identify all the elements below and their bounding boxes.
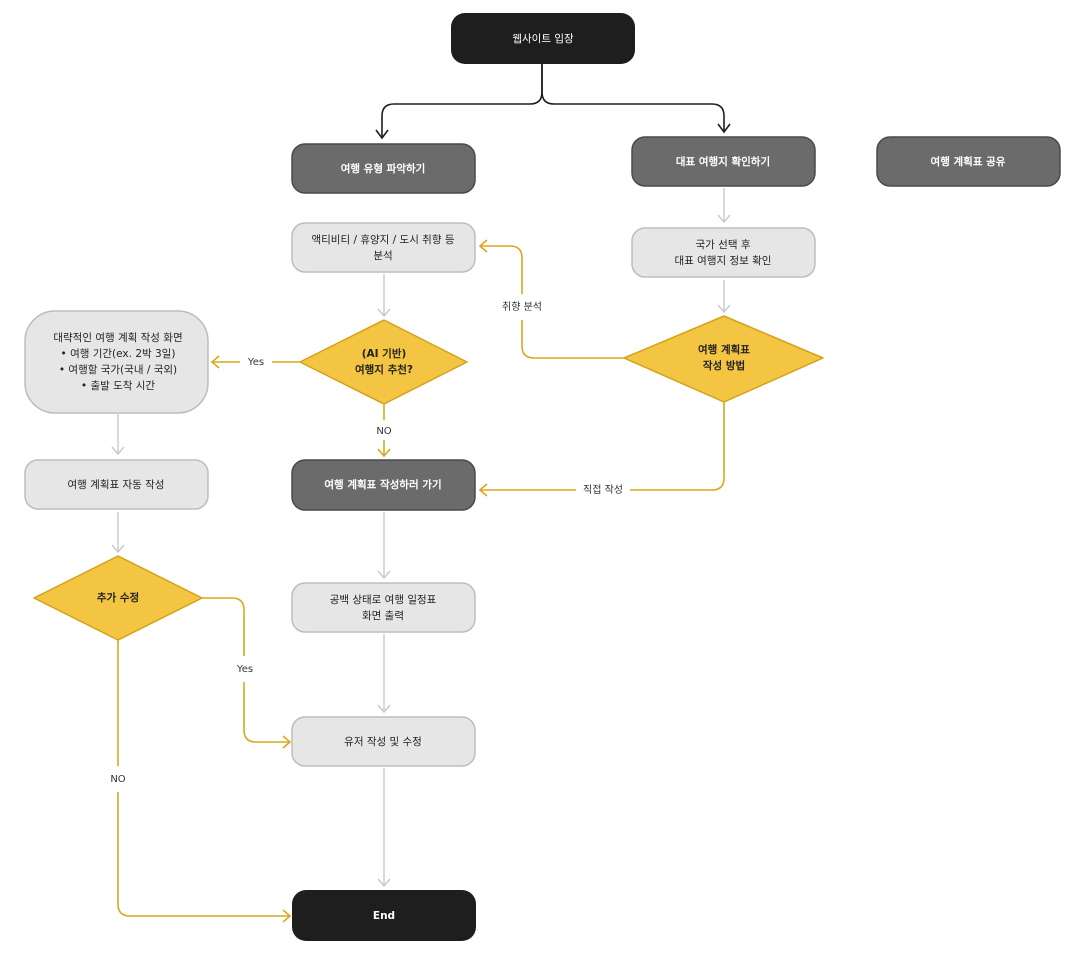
node-auto-plan: 여행 계획표 자동 작성 [24, 459, 209, 510]
node-country-select: 국가 선택 후 대표 여행지 정보 확인 [631, 227, 816, 278]
edge-label-direct-write: 직접 작성 [583, 484, 623, 496]
node-extra-edit-label: 추가 수정 [97, 591, 139, 604]
node-identify-type: 여행 유형 파악하기 [291, 143, 476, 194]
node-auto-plan-label: 여행 계획표 자동 작성 [68, 479, 165, 491]
node-interactive-title: 대략적인 여행 계획 작성 화면 [53, 332, 182, 344]
node-country-line2: 대표 여행지 정보 확인 [675, 254, 772, 267]
node-ai-recommend-line2: 여행지 추천? [355, 363, 413, 376]
node-plan-method-line1: 여행 계획표 [698, 343, 750, 356]
node-interactive-item-2: • 여행할 국가(국내 / 국외) [59, 364, 177, 376]
edge-label-taste-analysis: 취향 분석 [502, 301, 542, 313]
node-go-write-plan-label: 여행 계획표 작성하러 가기 [324, 478, 441, 491]
node-analyze: 액티비티 / 휴양지 / 도시 취향 등 분석 [291, 222, 476, 273]
node-check-representative-label: 대표 여행지 확인하기 [676, 155, 770, 168]
node-check-representative: 대표 여행지 확인하기 [631, 136, 816, 187]
node-plan-method-decision: 여행 계획표 작성 방법 [623, 315, 824, 403]
node-end: End [292, 890, 476, 941]
start-split-edges [375, 64, 731, 140]
node-plan-method-line2: 작성 방법 [703, 359, 745, 372]
node-extra-edit-decision: 추가 수정 [33, 555, 203, 641]
node-interactive-item-1: • 여행 기간(ex. 2박 3일) [61, 347, 176, 360]
node-analyze-line1: 액티비티 / 휴양지 / 도시 취향 등 [311, 234, 454, 246]
node-ai-recommend-line1: (AI 기반) [362, 347, 407, 360]
node-go-write-plan: 여행 계획표 작성하러 가기 [291, 459, 476, 511]
edge-label-no-edit: NO [110, 774, 125, 785]
yellow-edges [117, 239, 725, 923]
node-start: 웹사이트 입장 [451, 13, 635, 64]
node-user-edit-label: 유저 작성 및 수정 [344, 736, 422, 748]
node-share-plan: 여행 계획표 공유 [876, 136, 1061, 187]
node-interactive-item-3: • 출발 도착 시간 [81, 380, 156, 392]
node-share-plan-label: 여행 계획표 공유 [931, 155, 1006, 168]
edge-label-yes-left: Yes [247, 357, 264, 368]
node-interactive-screen: 대략적인 여행 계획 작성 화면 • 여행 기간(ex. 2박 3일) • 여행… [24, 310, 209, 414]
edge-label-no-down: NO [376, 426, 391, 437]
node-blank-state: 공백 상태로 여행 일정표 화면 출력 [291, 582, 476, 633]
node-blank-line2: 화면 출력 [362, 610, 404, 622]
node-country-line1: 국가 선택 후 [696, 239, 751, 251]
node-blank-line1: 공백 상태로 여행 일정표 [330, 593, 437, 606]
node-analyze-line2: 분석 [373, 250, 392, 262]
edge-label-yes-edit: Yes [236, 664, 253, 675]
node-start-label: 웹사이트 입장 [512, 32, 574, 45]
gray-edges [111, 188, 731, 888]
node-user-edit: 유저 작성 및 수정 [291, 716, 476, 767]
node-identify-type-label: 여행 유형 파악하기 [341, 162, 426, 175]
node-ai-recommend-decision: (AI 기반) 여행지 추천? [299, 319, 468, 405]
node-end-label: End [373, 910, 395, 922]
